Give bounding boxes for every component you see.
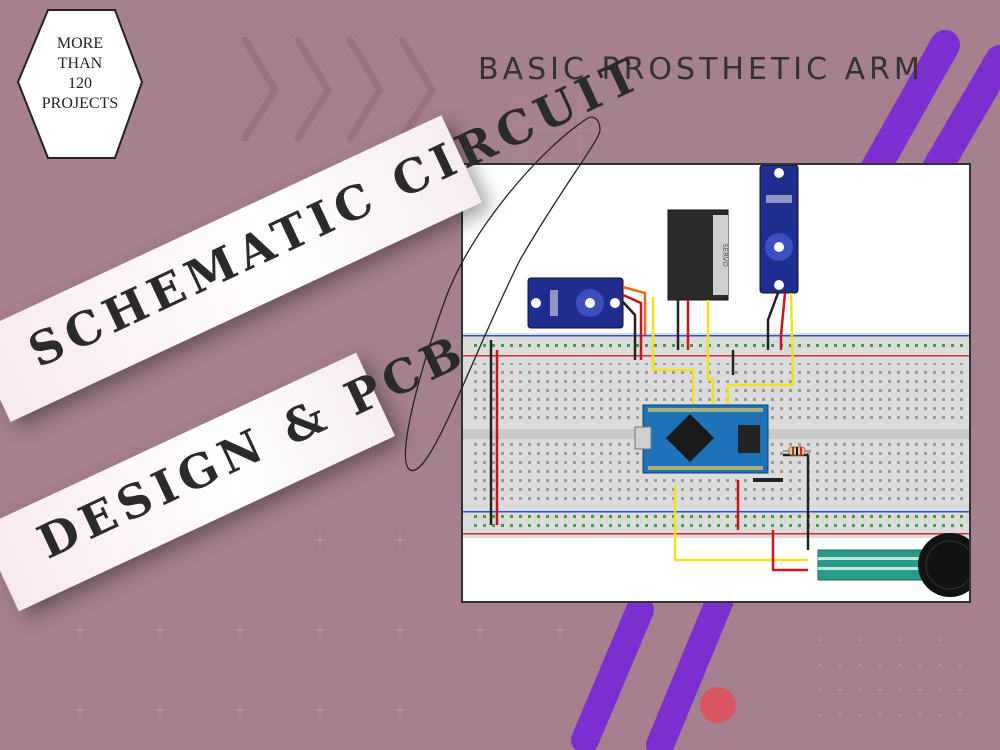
servo-motor-black: SERVO (667, 209, 729, 301)
arduino-nano (634, 404, 769, 474)
servo-label: SERVO (721, 243, 729, 267)
badge-line-2: THAN (57, 55, 103, 72)
servo-motor-left (527, 277, 624, 329)
plus-grid-decor (75, 535, 565, 715)
chevron-arrows-icon (241, 36, 437, 142)
accent-stripes-bottom (571, 586, 734, 750)
badge-line-1: MORE (56, 35, 104, 52)
headline-title: BASIC PROSTHETIC ARM (478, 52, 924, 87)
resistor (783, 446, 811, 456)
badge-line-4: PROJECTS (41, 95, 119, 112)
circuit-board: SERVO (461, 163, 971, 603)
force-sensor (817, 533, 969, 597)
badge-line-3: 120 (68, 75, 92, 92)
circuit-diagram: SERVO (463, 165, 969, 597)
servo-motor-right (759, 165, 799, 294)
red-dot-decor (700, 687, 736, 723)
badge-text: MORE THAN 120 PROJECTS (22, 34, 138, 114)
